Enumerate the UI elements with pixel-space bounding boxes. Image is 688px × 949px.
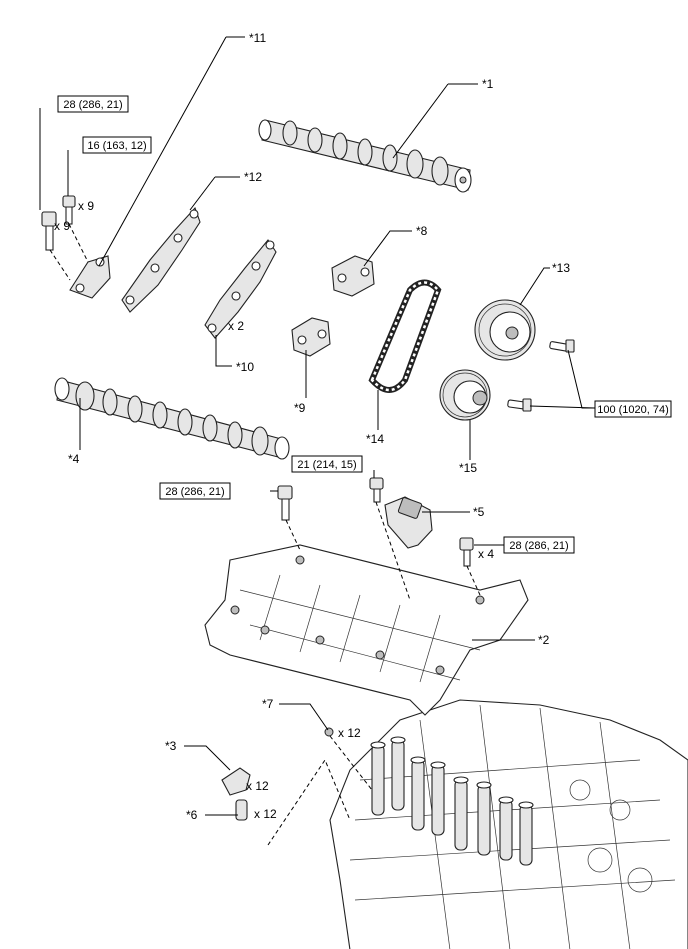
callout-3: *3	[165, 739, 177, 753]
callout-14: *14	[366, 432, 384, 446]
camshaft-housing-2	[204, 544, 529, 716]
qty-bolt-inner: x 9	[78, 199, 94, 213]
callout-5: *5	[473, 505, 485, 519]
timing-gear-13	[474, 299, 536, 361]
torque-housing-text: 21 (214, 15)	[297, 459, 356, 471]
torque-box-cap-outer: 28 (286, 21)	[57, 95, 129, 113]
timing-gear-15	[439, 369, 491, 421]
torque-box-housing: 21 (214, 15)	[291, 455, 363, 473]
qty-lifter: x 12	[254, 807, 277, 821]
sprocket-bolt-lower	[507, 398, 532, 412]
callout-9: *9	[294, 401, 306, 415]
qty-cap10: x 2	[228, 319, 244, 333]
torque-box-carrier-left: 28 (286, 21)	[159, 482, 231, 500]
torque-carrier-right-text: 28 (286, 21)	[509, 540, 568, 552]
callout-1: *1	[482, 77, 494, 91]
valve-lifter-6	[235, 799, 248, 821]
lash-adjuster-3	[221, 767, 251, 796]
oil-control-housing-5	[384, 496, 433, 549]
callout-6: *6	[186, 808, 198, 822]
timing-chain-14	[368, 279, 442, 393]
bearing-cap-9	[291, 317, 331, 357]
bearing-cap-12	[121, 206, 201, 313]
camshaft-1	[258, 119, 472, 193]
torque-cap-outer-text: 28 (286, 21)	[63, 99, 122, 111]
qty-shim: x 12	[338, 726, 361, 740]
callout-10: *10	[236, 360, 254, 374]
torque-carrier-left-text: 28 (286, 21)	[165, 486, 224, 498]
callout-12: *12	[244, 170, 262, 184]
callout-2: *2	[538, 633, 550, 647]
carrier-bolt-right	[459, 537, 474, 567]
cap-bolt-outer	[41, 211, 57, 251]
callout-8: *8	[416, 224, 428, 238]
torque-box-carrier-right: 28 (286, 21)	[503, 536, 575, 554]
cylinder-head-illustration	[329, 699, 688, 949]
bearing-cap-8	[331, 255, 375, 297]
callout-11: *11	[249, 31, 266, 45]
carrier-bolt-left	[277, 485, 293, 521]
callout-7: *7	[262, 697, 274, 711]
sprocket-bolt-upper	[549, 339, 575, 353]
torque-box-cap-inner: 16 (163, 12)	[82, 136, 152, 154]
qty-carrier-bolts: x 4	[478, 547, 494, 561]
qty-adjuster: x 12	[246, 779, 269, 793]
housing-bolt-21	[369, 477, 384, 503]
bearing-cap-10	[204, 239, 277, 339]
callout-4: *4	[68, 452, 80, 466]
bearing-cap-11	[69, 255, 111, 299]
torque-sprocket-text: 100 (1020, 74)	[597, 404, 669, 416]
callout-15: *15	[459, 461, 477, 475]
camshaft-4	[54, 377, 290, 460]
qty-bolt-outer: x 9	[54, 219, 70, 233]
torque-box-sprocket: 100 (1020, 74)	[594, 400, 672, 418]
valve-spring-group	[370, 736, 534, 866]
torque-cap-inner-text: 16 (163, 12)	[87, 140, 146, 152]
valve-shim-7	[324, 727, 334, 737]
callout-13: *13	[552, 261, 570, 275]
